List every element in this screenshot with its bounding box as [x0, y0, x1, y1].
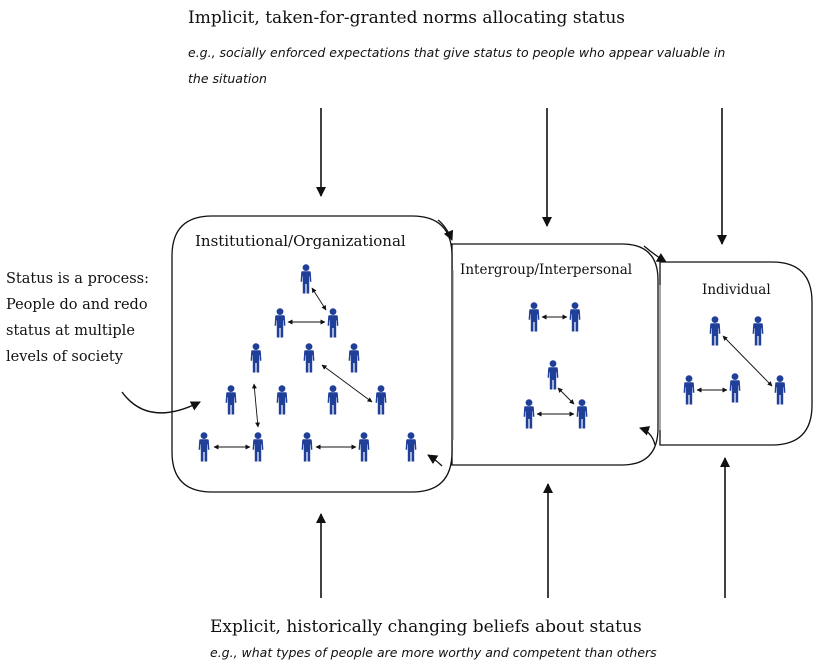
top-subtitle: e.g., socially enforced expectations tha…: [188, 45, 726, 86]
individual-label: Individual: [702, 282, 771, 298]
institutional-label: Institutional/Organizational: [195, 232, 406, 250]
double-arrow-icon: [557, 387, 575, 405]
cycle-arrow-top-left: [437, 219, 454, 241]
bottom-subtitle: e.g., what types of people are more wort…: [210, 645, 657, 660]
cycle-arrow-bottom-right: [639, 426, 656, 446]
top-title: Implicit, taken-for-granted norms alloca…: [188, 8, 626, 28]
interaction-links: [213, 287, 773, 450]
double-arrow-icon: [251, 383, 261, 428]
intergroup-box: [451, 243, 659, 466]
cycle-arrow-bottom-left: [427, 454, 443, 467]
double-arrow-icon: [321, 364, 373, 403]
intergroup-label: Intergroup/Interpersonal: [460, 262, 632, 278]
cycle-arrow-top-right: [643, 245, 667, 263]
double-arrow-icon: [722, 335, 773, 387]
side-note: Status is a process: People do and redo …: [6, 271, 149, 365]
double-arrow-icon: [311, 287, 327, 311]
bottom-title: Explicit, historically changing beliefs …: [210, 617, 642, 637]
side-note-arrow: [121, 391, 201, 414]
